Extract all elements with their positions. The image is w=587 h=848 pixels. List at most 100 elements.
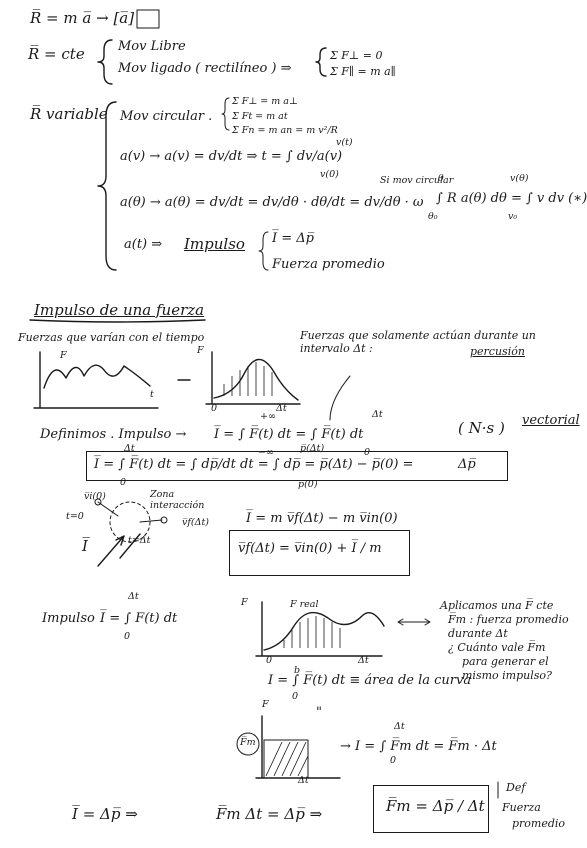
newton-law: R̅ = m a̅ → [a̅]	[30, 9, 135, 27]
area-eq: I = ∫ F̅(t) dt ≡ área de la curva	[268, 673, 472, 688]
constant-force-label: R̅ = cte	[28, 45, 85, 63]
plot4-F: F	[262, 699, 269, 710]
area-lower: 0	[292, 691, 299, 702]
av-upper: v(t)	[336, 137, 353, 148]
apply-1: Aplicamos una F̅ cte	[440, 599, 554, 612]
atheta-case: a(θ) → a(θ) = dv/dt = dv/dθ · dθ/dt = dv…	[120, 195, 424, 210]
avg-impulse-eq: → I = ∫ F̅m dt = F̅m · Δt	[340, 739, 497, 754]
plot3-axes	[255, 601, 383, 657]
imp2-upper: Δt	[128, 591, 139, 602]
plot4-dt: Δt	[298, 775, 309, 786]
brace-variable	[97, 101, 117, 271]
area-upper: b	[294, 665, 301, 676]
constrained-motion: Mov ligado ( rectilíneo ) ⇒	[118, 61, 292, 76]
free-motion: Mov Libre	[118, 39, 186, 54]
double-arrow	[397, 618, 431, 626]
circ-eq2: Σ Ft = m at	[232, 111, 288, 122]
apply-6: mismo impulso?	[462, 669, 552, 682]
plot2-axes	[205, 351, 301, 405]
der-lower2: p̅(0)	[298, 479, 318, 490]
final-velocity-box	[229, 530, 410, 576]
def-lower2: 0	[364, 447, 371, 458]
def-eq: I̅ = ∫ F̅(t) dt = ∫ F̅(t) dt	[214, 427, 364, 442]
avg-force-eq: F̅m = Δp̅ / Δt	[386, 797, 485, 815]
apply-4: ¿ Cuánto vale F̅m	[448, 641, 546, 654]
variable-force-label: R̅ variable	[30, 105, 108, 123]
plot4-axes	[255, 715, 341, 779]
boxed-a	[136, 9, 160, 29]
eq4-upper: Δt	[394, 721, 405, 732]
final-eq2: F̅m Δt = Δp̅ ⇒	[216, 805, 323, 823]
avg-force-word: Fuerza promedio	[272, 257, 385, 272]
if-circular: Si mov circular	[380, 175, 454, 186]
plot2-zero: 0	[211, 403, 218, 414]
def-note: Def	[506, 781, 526, 794]
sum-parallel: Σ F∥ = m a∥	[330, 65, 396, 78]
v-initial: v̅i(0)	[84, 491, 106, 502]
av-case: a(v) → a(v) = dv/dt ⇒ t = ∫ dv/a(v)	[120, 149, 343, 164]
avg-force-box	[373, 785, 489, 833]
final-velocity-eq: v̅f(Δt) = v̅in(0) + I̅ / m	[238, 541, 382, 556]
final-eq1: I̅ = Δp̅ ⇒	[72, 805, 138, 823]
plot2-F: F	[197, 345, 204, 356]
v-final: v̅f(Δt)	[182, 517, 209, 528]
sum-normal: Σ F⊥ = 0	[330, 49, 383, 62]
def-label: Definimos . Impulso →	[40, 427, 187, 442]
v-upper: v(θ)	[510, 173, 529, 184]
def-upper1: +∞	[260, 411, 276, 422]
impulse-derivation-box	[86, 451, 508, 481]
vector-note: vectorial	[522, 413, 580, 428]
percussion: percusión	[470, 345, 525, 358]
circ-eq1: Σ F⊥ = m a⊥	[232, 96, 298, 107]
def-note3: promedio	[512, 817, 566, 830]
imp2-lower: 0	[124, 631, 131, 642]
title-underline	[29, 319, 206, 323]
theta-upper: θ	[438, 173, 444, 184]
eq4-lower: 0	[390, 755, 397, 766]
apply-3: durante Δt	[448, 627, 508, 640]
plot1-curve	[43, 364, 151, 389]
apply-5: para generar el	[462, 655, 549, 668]
at-case: a(t) ⇒	[124, 237, 163, 252]
plot2-curve	[213, 358, 299, 401]
units: ( N·s )	[458, 419, 505, 437]
apply-2: F̅m : fuerza promedio	[448, 613, 569, 626]
circ-eq3: Σ Fn = m an = m v²/R	[232, 125, 338, 136]
fm-circle-label: F̅m	[240, 737, 256, 748]
plot3-zero: 0	[266, 655, 273, 666]
impulse-vector: I̅	[82, 537, 88, 555]
impulse2-eq: I̅ = ∫ F(t) dt	[100, 611, 178, 626]
pointer-arrow	[329, 375, 351, 421]
t-dt: t=Δt	[128, 535, 151, 546]
impulse2-label: Impulso	[42, 611, 95, 626]
interaction-zone: Zona interacción	[150, 489, 205, 511]
plot1-axes	[33, 351, 159, 409]
brace-cte	[97, 39, 113, 85]
def-note2: Fuerza	[502, 801, 541, 814]
v-lower: v₀	[508, 211, 518, 222]
impulse-arrow	[97, 533, 141, 567]
derivation-result: Δp̅	[458, 457, 476, 472]
circular-motion: Mov circular .	[120, 109, 213, 124]
impulse-eq: I̅ = Δp̅	[272, 231, 315, 246]
varying-forces: Fuerzas que varían con el tiempo	[18, 331, 205, 344]
momentum-eq: I̅ = m v̅f(Δt) − m v̅in(0)	[246, 511, 398, 526]
brace-impulse	[258, 231, 269, 271]
plot3-dt: Δt	[358, 655, 369, 666]
der-upper: Δt	[124, 443, 135, 454]
interval-forces: Fuerzas que solamente actúan durante un …	[300, 329, 536, 355]
av-lower: v(0)	[320, 169, 339, 180]
impulse-word: Impulso	[184, 235, 245, 253]
brace-small	[315, 47, 327, 77]
theta-lower: θ₀	[428, 211, 438, 222]
der-lower: 0	[120, 477, 127, 488]
plot3-curve	[263, 611, 385, 651]
plot2-dt: Δt	[276, 403, 287, 414]
atheta-integral: ∫ R a(θ) dθ = ∫ v dv (∗)	[436, 191, 587, 206]
def-lower1: −∞	[258, 447, 274, 458]
plot1-t: t	[150, 389, 154, 400]
derivation-eq: I̅ = ∫ F̅(t) dt = ∫ dp̅/dt dt = ∫ dp̅ = …	[94, 457, 414, 472]
plot3-freal: F real	[290, 599, 319, 610]
